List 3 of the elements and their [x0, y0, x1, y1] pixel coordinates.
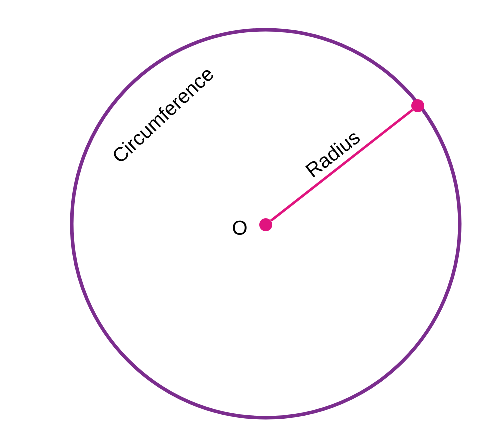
- point-dot: [412, 100, 424, 112]
- radius-line: [270, 109, 414, 222]
- center-label: O: [233, 220, 247, 236]
